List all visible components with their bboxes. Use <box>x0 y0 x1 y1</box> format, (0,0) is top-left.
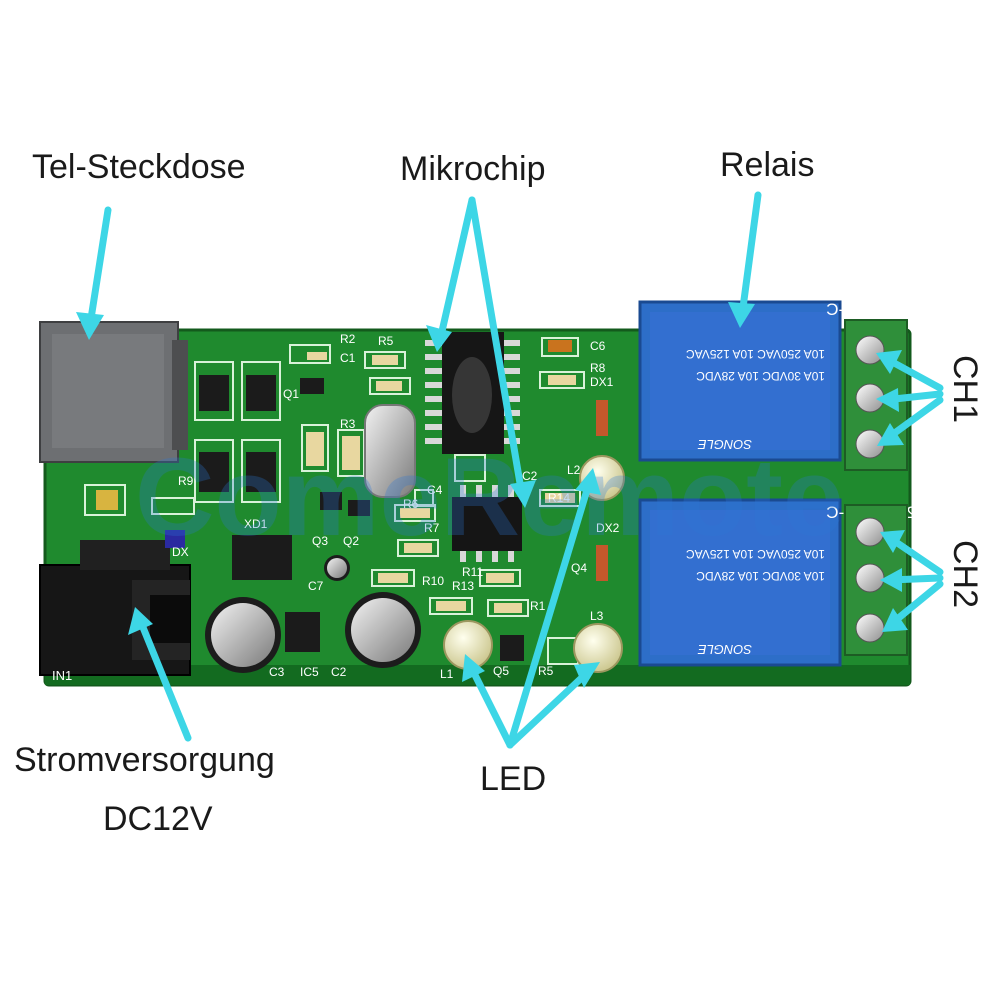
arrow-led-a <box>466 661 514 749</box>
part-label-r14: R14 <box>548 491 570 505</box>
part-label-r8: R8 <box>590 361 606 375</box>
arrow-led-b <box>506 476 594 749</box>
smd-parts <box>96 340 608 661</box>
label-relay: Relais <box>720 146 815 184</box>
part-label-r1: R1 <box>530 599 546 613</box>
arrow-microchip-a <box>436 196 476 344</box>
input-marking: IN1 <box>52 668 72 683</box>
part-label-c2: C2 <box>331 665 347 679</box>
label-led: LED <box>480 760 547 798</box>
arrow-heads <box>76 302 908 688</box>
relay-ch1-brand: SONGLE <box>697 437 752 452</box>
part-label-q3: Q3 <box>312 534 328 548</box>
power-jack <box>39 540 191 676</box>
part-label-r2: R2 <box>340 332 356 346</box>
part-label-r11: R11 <box>462 565 483 579</box>
part-label-xd1: XD1 <box>244 517 268 531</box>
arrow-led-c <box>506 666 594 749</box>
part-label-q1: Q1 <box>283 387 299 401</box>
tel-socket <box>39 321 188 463</box>
part-label-r13: R13 <box>452 579 474 593</box>
arrow-microchip-b <box>468 196 526 499</box>
part-label-r3: R3 <box>340 417 356 431</box>
part-label-dx1: DX1 <box>590 375 614 389</box>
relay-ch2 <box>638 498 842 667</box>
relay-ch2-rating-2: 10A 30VDC 10A 28VDC <box>696 569 825 583</box>
part-label-ic5: IC5 <box>300 665 319 679</box>
part-label-q4: Q4 <box>571 561 587 575</box>
part-label-dx2: DX2 <box>596 521 620 535</box>
part-label-r5: R5 <box>538 664 554 678</box>
arrow-relay <box>738 191 762 319</box>
part-label-c4: C4 <box>427 483 443 497</box>
label-ch2: CH2 <box>946 540 984 609</box>
silkscreen-traces <box>84 337 585 665</box>
leds <box>443 455 625 673</box>
microchip-main <box>425 332 520 454</box>
label-power-supply: Stromversorgung <box>14 741 275 779</box>
arrow-ch2-a <box>886 534 944 576</box>
part-label-c1: C1 <box>340 351 356 365</box>
label-power-voltage: DC12V <box>103 800 213 838</box>
microchip-secondary <box>452 485 522 562</box>
relay-ch1 <box>638 300 842 462</box>
part-label-r7: R7 <box>424 521 440 535</box>
relay-ch1-model: SRD-12VDC-SL-C <box>826 300 967 319</box>
part-label-l3: L3 <box>590 609 604 623</box>
part-label-r5: R5 <box>378 334 394 348</box>
part-label-l2: L2 <box>567 463 581 477</box>
relay-ch1-rating-1: 10A 250VAC 10A 125VAC <box>686 347 825 361</box>
crystal <box>364 404 416 498</box>
part-label-c6: C6 <box>590 339 606 353</box>
part-label-l1: L1 <box>440 667 454 681</box>
label-ch1: CH1 <box>946 355 984 424</box>
part-label-q2: Q2 <box>343 534 359 548</box>
part-label-q5: Q5 <box>493 664 509 678</box>
part-label-r6: R6 <box>403 497 419 511</box>
part-label-c7: C7 <box>308 579 324 593</box>
relay-ch2-rating-1: 10A 250VAC 10A 125VAC <box>686 547 825 561</box>
part-label-r9: R9 <box>178 474 194 488</box>
relay-ch2-brand: SONGLE <box>697 642 752 657</box>
watermark: ComeRemote <box>135 436 844 559</box>
part-label-dx: DX <box>172 545 189 559</box>
arrow-tel-socket <box>86 206 112 329</box>
label-tel-socket: Tel-Steckdose <box>32 148 246 186</box>
part-label-c3: C3 <box>269 665 285 679</box>
part-label-r10: R10 <box>422 574 444 588</box>
relay-ch1-rating-2: 10A 30VDC 10A 28VDC <box>696 369 825 383</box>
arrow-power <box>136 616 192 742</box>
label-microchip: Mikrochip <box>400 150 546 188</box>
part-label-c2: C2 <box>522 469 538 483</box>
electrolytic-capacitors <box>205 555 421 673</box>
